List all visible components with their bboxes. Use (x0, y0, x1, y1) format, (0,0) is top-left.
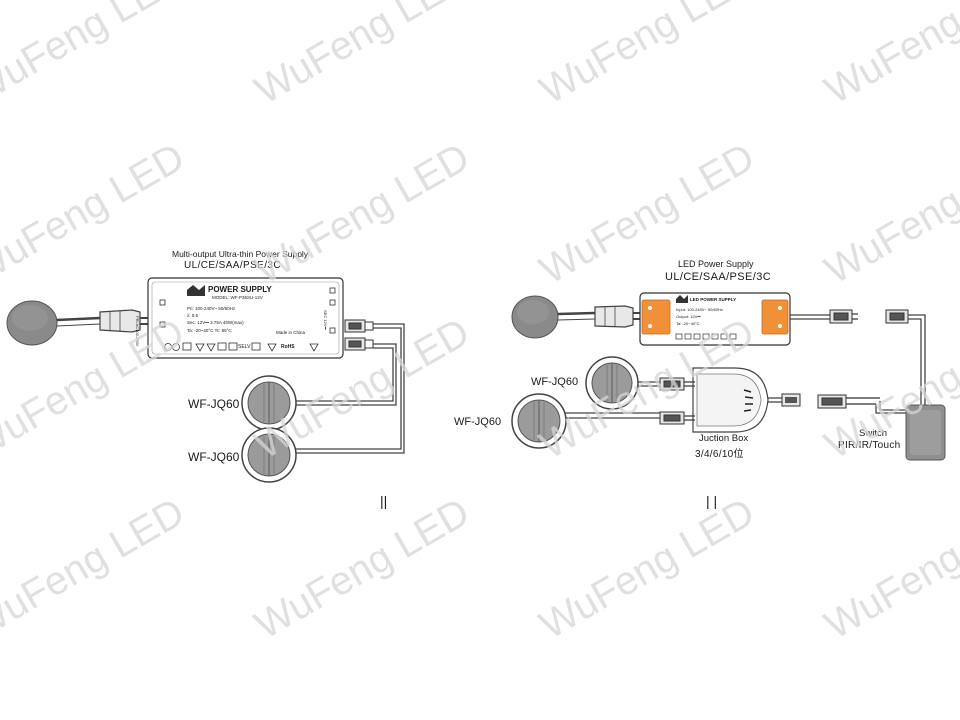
right-diagram-certs: UL/CE/SAA/PSE/3C (665, 271, 772, 283)
left-plug-disc (6, 300, 58, 346)
left-light-1 (241, 375, 297, 431)
right-light-1-label: WF-JQ60 (531, 376, 579, 388)
psu-cert-icons (675, 333, 737, 340)
switch-label: Switch (859, 428, 887, 439)
right-junction-input-connectors (659, 377, 695, 425)
psu-logo-icon (676, 295, 688, 303)
psu-terminal-icons (159, 287, 336, 334)
left-psu-spec-3: Sec: 12V⎓ 3.75A 45W(max) (187, 320, 244, 325)
right-input-cable (557, 305, 642, 328)
right-psu-label: LED POWER SUPPLY (690, 297, 737, 302)
right-switch (905, 404, 946, 461)
left-psu-rohs: RoHS (281, 344, 295, 350)
right-psu-spec-3: Ta: -20~40°C (676, 321, 700, 326)
left-psu-spec-1: Pri: 100-240V~ 50/60Hz (187, 306, 236, 311)
left-psu-spec-4: Ta: -20~40°C Tc: 85°C (187, 328, 232, 333)
left-diagram-title: Multi-output Ultra-thin Power Supply (172, 249, 309, 259)
left-light-2 (241, 427, 297, 483)
left-output-connectors (344, 319, 374, 351)
right-light-2 (511, 393, 567, 449)
right-marker: | | (706, 493, 718, 509)
left-psu-model: MODEL: WF-P36SU-12V (212, 295, 263, 300)
junction-box-sub: 3/4/6/10位 (695, 449, 744, 460)
right-light-1 (585, 356, 639, 410)
left-psu-label: POWER SUPPLY (208, 285, 272, 294)
psu-logo-icon (187, 285, 205, 296)
left-output-cables (285, 323, 405, 454)
left-psu-made: Made in China (276, 330, 306, 335)
right-power-supply (639, 292, 791, 346)
right-output-connector (829, 309, 909, 324)
junction-box-label: Juction Box (699, 433, 749, 444)
right-junction-box (692, 367, 801, 433)
right-switch-cable (875, 314, 926, 414)
left-psu-spec-2: λ: 0.5 (187, 313, 199, 318)
right-light-2-label: WF-JQ60 (454, 416, 502, 428)
left-light-2-label: WF-JQ60 (188, 450, 240, 464)
psu-orange-endcap-left (641, 299, 671, 335)
right-output-cable (790, 314, 830, 320)
psu-cert-icons (164, 342, 319, 352)
left-diagram-certs: UL/CE/SAA/PSE/3C (184, 260, 281, 271)
psu-orange-endcap-right (761, 299, 789, 335)
left-psu-selv: SELV (238, 344, 251, 350)
right-plug-disc (511, 295, 559, 339)
right-diagram-title: LED Power Supply (678, 259, 754, 269)
right-wiring-diagram (511, 292, 946, 461)
left-light-1-label: WF-JQ60 (188, 397, 240, 411)
switch-sub: PIR/IR/Touch (838, 440, 901, 451)
right-switch-connector (817, 394, 880, 409)
left-wiring-diagram (6, 277, 405, 483)
right-psu-spec-2: Output: 12V⎓ (676, 314, 701, 319)
left-psu-side-left: PRI AC100-240V (135, 316, 140, 347)
left-marker: || (380, 493, 388, 509)
left-input-cable (56, 309, 150, 333)
left-psu-side-right: SEC 12V⎓ (323, 310, 328, 330)
right-psu-spec-1: Input: 100-240V~ 50/60Hz (676, 307, 723, 312)
left-power-supply (147, 277, 344, 359)
